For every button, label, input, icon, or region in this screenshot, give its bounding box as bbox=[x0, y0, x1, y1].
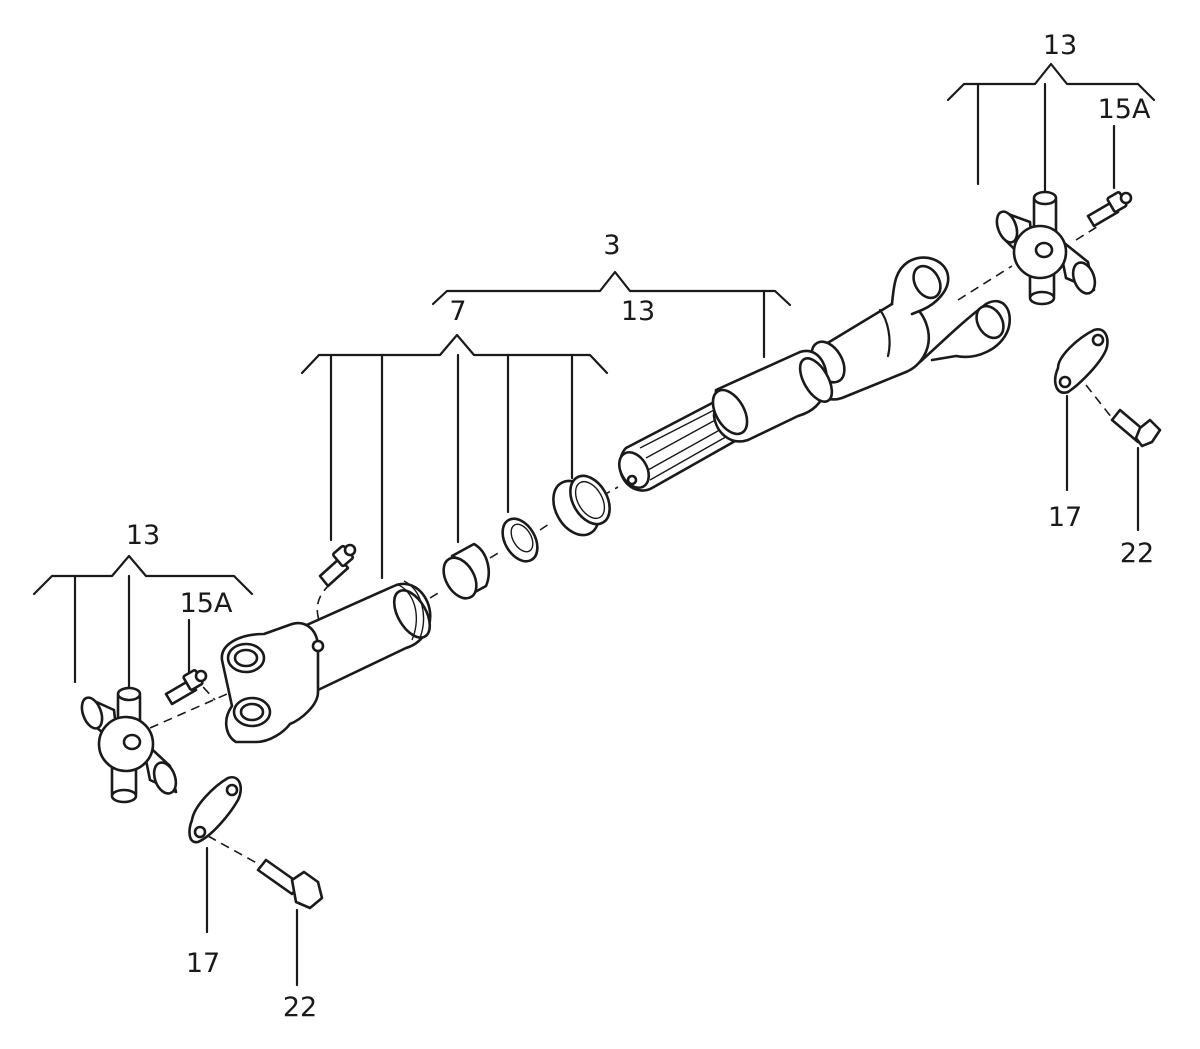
axis-right-cross bbox=[957, 265, 1013, 301]
callout-17-left: 17 bbox=[185, 948, 221, 979]
bracket-left-13 bbox=[32, 554, 254, 694]
callout-15a-top-right: 15A bbox=[1097, 94, 1151, 125]
grease-fitting-center bbox=[318, 543, 357, 588]
bracket-center-7 bbox=[300, 333, 609, 580]
axis-left-cross bbox=[149, 689, 237, 729]
callout-17-right: 17 bbox=[1047, 502, 1083, 533]
callout-15a-left: 15A bbox=[179, 588, 233, 619]
axis-shaft-2 bbox=[489, 551, 501, 559]
callout-13-top-right: 13 bbox=[1042, 30, 1078, 61]
bracket-center-3 bbox=[431, 270, 792, 359]
lock-plate-right bbox=[1054, 328, 1109, 394]
axis-shaft bbox=[429, 591, 441, 599]
bracket-top-right-13 bbox=[946, 62, 1156, 194]
callout-22-right: 22 bbox=[1119, 538, 1155, 569]
callout-13-left: 13 bbox=[125, 520, 161, 551]
axis-shaft-3 bbox=[539, 521, 553, 531]
universal-joint-cross-right bbox=[995, 190, 1097, 306]
slip-spline-shaft bbox=[617, 349, 834, 492]
dust-cap bbox=[442, 542, 490, 600]
grease-fitting-left bbox=[164, 669, 208, 706]
callout-22-left: 22 bbox=[282, 992, 318, 1023]
seal-ring-large bbox=[552, 474, 611, 537]
grease-fitting-right bbox=[1086, 191, 1133, 228]
tube-yoke-right bbox=[810, 256, 1011, 401]
axis-grease-right bbox=[1075, 224, 1101, 241]
universal-joint-cross-left bbox=[80, 686, 178, 804]
lock-plate-left bbox=[188, 776, 242, 844]
axis-bolt-left bbox=[207, 835, 263, 867]
callout-3: 3 bbox=[603, 230, 621, 261]
callout-13-center: 13 bbox=[620, 296, 656, 327]
axis-bolt-right bbox=[1085, 384, 1113, 419]
bolt-right bbox=[1110, 408, 1162, 448]
bolt-left bbox=[256, 858, 324, 910]
seal-washer bbox=[501, 517, 539, 563]
tube-yoke-left bbox=[220, 580, 432, 744]
callout-7: 7 bbox=[449, 296, 467, 327]
